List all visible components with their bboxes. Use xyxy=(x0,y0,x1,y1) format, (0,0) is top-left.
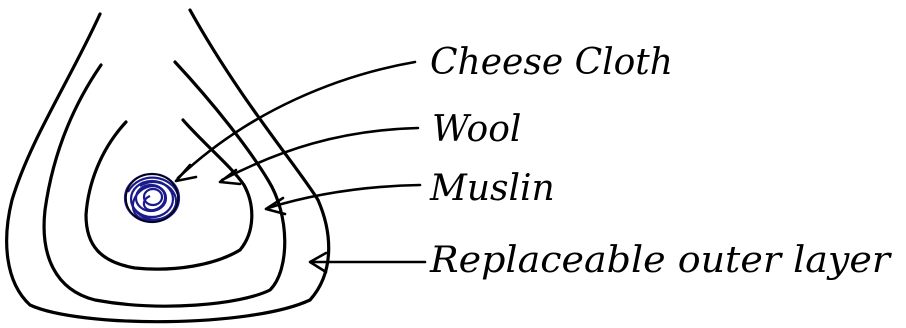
label-muslin: Muslin xyxy=(429,168,555,209)
wool-layer-outline xyxy=(86,120,252,269)
label-outer-layer: Replaceable outer layer xyxy=(429,240,892,281)
arrow-muslin xyxy=(268,185,420,208)
arrow-cheese-cloth xyxy=(178,62,415,178)
label-cheese-cloth: Cheese Cloth xyxy=(430,42,673,83)
arrowhead-cheese-cloth xyxy=(176,165,196,181)
label-wool: Wool xyxy=(432,109,521,150)
